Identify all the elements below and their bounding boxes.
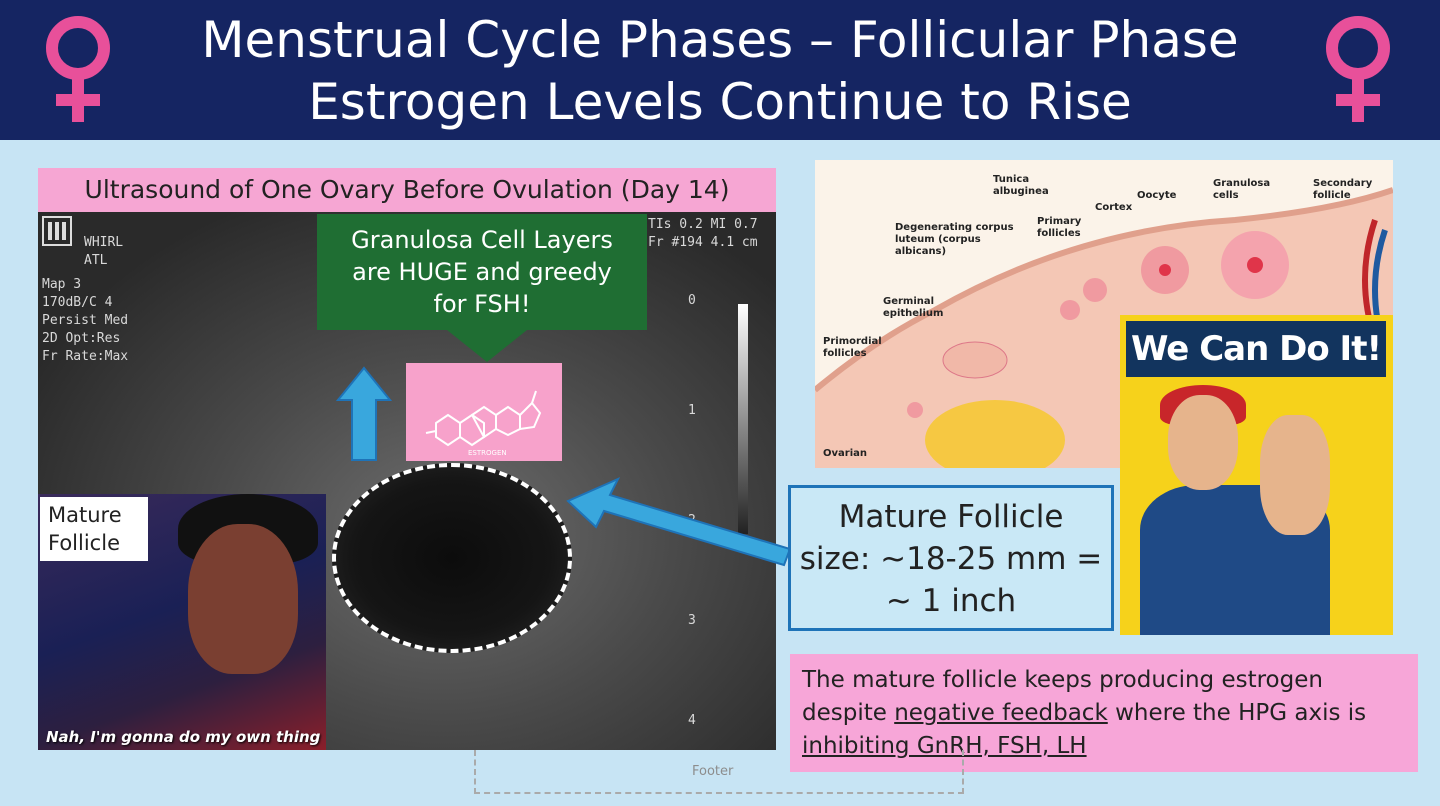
mature-follicle-line3: ~ 1 inch: [885, 583, 1017, 619]
meme-label-line1: Mature: [48, 503, 122, 527]
meme-face-shape: [188, 524, 298, 674]
granulosa-callout-line3: for FSH!: [433, 290, 531, 318]
depth-tick-1: 1: [688, 403, 696, 418]
us-meta-map: Map 3: [42, 277, 82, 292]
estrogen-molecule-label: ESTROGEN: [468, 449, 507, 457]
slide-title-line1: Menstrual Cycle Phases – Follicular Phas…: [201, 11, 1239, 69]
rosie-poster: We Can Do It!: [1120, 315, 1393, 635]
label-primary: Primary follicles: [1037, 216, 1082, 239]
depth-tick-0: 0: [688, 293, 696, 308]
us-meta-opt: 2D Opt:Res: [42, 331, 121, 346]
granulosa-callout: Granulosa Cell Layers are HUGE and greed…: [317, 214, 647, 330]
label-primordial: Primordial follicles: [823, 336, 882, 359]
venus-symbol-icon: [1326, 16, 1390, 122]
mature-follicle-line1: Mature Follicle: [838, 499, 1064, 535]
meme-image: [38, 494, 326, 750]
ultrasound-title: Ultrasound of One Ovary Before Ovulation…: [38, 168, 776, 212]
label-degenerating: Degenerating corpus luteum (corpus albic…: [895, 222, 1014, 257]
venus-symbol-icon: [46, 16, 110, 122]
slide-header: Menstrual Cycle Phases – Follicular Phas…: [0, 0, 1440, 140]
label-oocyte: Oocyte: [1137, 190, 1177, 201]
us-meta-db: 170dB/C 4: [42, 295, 113, 310]
feedback-text-a: The mature follicle keeps producing estr…: [802, 667, 1323, 726]
meme-label-line2: Follicle: [48, 531, 120, 555]
us-meta-atl: ATL: [84, 253, 108, 268]
depth-tick-4: 4: [688, 713, 696, 728]
mature-follicle-outline: [332, 463, 572, 653]
mature-follicle-line2: size: ~18-25 mm =: [799, 541, 1103, 577]
granulosa-callout-line1: Granulosa Cell Layers: [351, 226, 613, 254]
mature-follicle-box: Mature Follicle size: ~18-25 mm = ~ 1 in…: [788, 485, 1114, 631]
footer-text: Footer: [692, 764, 734, 779]
label-tunica: Tunica albuginea: [993, 174, 1049, 197]
feedback-text-b: where the HPG axis is: [1107, 700, 1367, 726]
label-cortex: Cortex: [1095, 202, 1133, 213]
meme-caption: Nah, I'm gonna do my own thing: [46, 728, 321, 746]
us-meta-whirl: WHIRL: [84, 235, 124, 250]
depth-tick-3: 3: [688, 613, 696, 628]
estrogen-structure-icon: ESTROGEN: [425, 390, 542, 457]
estrogen-molecule-image: ESTROGEN: [406, 363, 562, 461]
label-germinal: Germinal epithelium: [883, 296, 944, 319]
rosie-arm-shape: [1260, 415, 1330, 535]
ultrasound-logo-icon: [42, 216, 72, 251]
granulosa-callout-line2: are HUGE and greedy: [352, 258, 612, 286]
us-meta-tis: TIs 0.2 MI 0.7: [648, 217, 758, 232]
meme-label: Mature Follicle: [40, 497, 148, 561]
rosie-slogan: We Can Do It!: [1126, 321, 1386, 377]
pointer-arrow-icon: [566, 476, 792, 567]
footer-placeholder: [474, 750, 964, 794]
feedback-underline-a: negative feedback: [894, 700, 1108, 726]
us-meta-frrate: Fr Rate:Max: [42, 349, 129, 364]
label-granulosa: Granulosa cells: [1213, 178, 1271, 201]
feedback-note: The mature follicle keeps producing estr…: [790, 654, 1418, 772]
us-meta-fr: Fr #194 4.1 cm: [648, 235, 758, 250]
rosie-head-shape: [1168, 395, 1238, 490]
label-ovarian: Ovarian: [823, 448, 867, 459]
feedback-underline-b: inhibiting GnRH, FSH, LH: [802, 733, 1087, 759]
us-meta-persist: Persist Med: [42, 313, 129, 328]
label-secondary: Secondary follicle: [1313, 178, 1373, 201]
grayscale-bar: [738, 304, 748, 534]
up-arrow-icon: [336, 366, 392, 461]
slide-title-line2: Estrogen Levels Continue to Rise: [308, 73, 1132, 131]
callout-pointer-icon: [447, 330, 527, 362]
